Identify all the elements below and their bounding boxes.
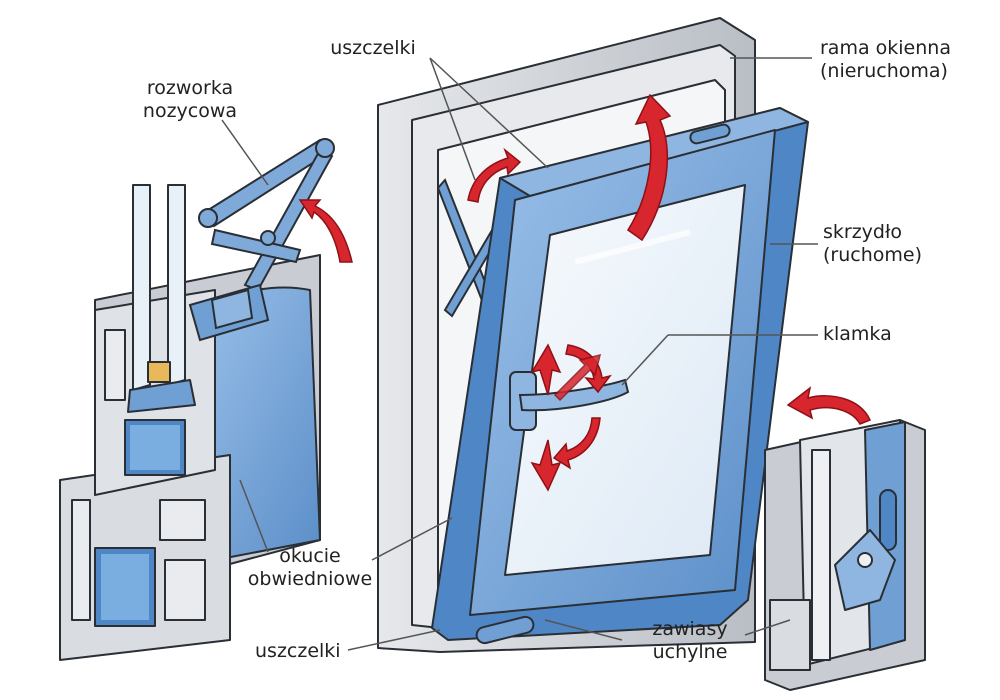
profile-cross-section xyxy=(59,184,321,661)
label-seals-bottom-text: uszczelki xyxy=(255,640,341,662)
label-fittings-line2: obwiedniowe xyxy=(247,568,373,590)
label-sash-line2: (ruchome) xyxy=(823,244,922,266)
label-hinges-line1: zawiasy xyxy=(652,618,728,640)
hinges xyxy=(475,123,731,645)
label-scissor-stay: rozworka nozycowa xyxy=(135,77,245,123)
label-scissor-stay-line1: rozworka xyxy=(146,77,234,99)
hinge-detail xyxy=(764,419,926,691)
label-scissor-stay-line2: nozycowa xyxy=(142,100,238,122)
label-seals-bottom: uszczelki xyxy=(255,640,365,663)
label-handle: klamka xyxy=(823,323,943,346)
label-sash: skrzydło (ruchome) xyxy=(823,221,963,267)
label-fittings: okucie obwiedniowe xyxy=(240,545,380,591)
sash xyxy=(431,107,809,641)
label-seals-top-text: uszczelki xyxy=(330,37,416,59)
label-hinges: zawiasy uchylne xyxy=(635,618,745,664)
label-fixed-frame: rama okienna (nieruchoma) xyxy=(820,37,980,83)
label-seals-top: uszczelki xyxy=(318,37,428,60)
label-fixed-frame-line1: rama okienna xyxy=(820,37,951,59)
label-hinges-line2: uchylne xyxy=(652,641,728,663)
label-sash-line1: skrzydło xyxy=(823,221,903,243)
label-handle-text: klamka xyxy=(823,323,892,345)
leader-lines xyxy=(221,57,818,651)
motion-arrows xyxy=(298,93,872,492)
label-fittings-line1: okucie xyxy=(279,545,341,567)
label-fixed-frame-line2: (nieruchoma) xyxy=(820,60,948,82)
